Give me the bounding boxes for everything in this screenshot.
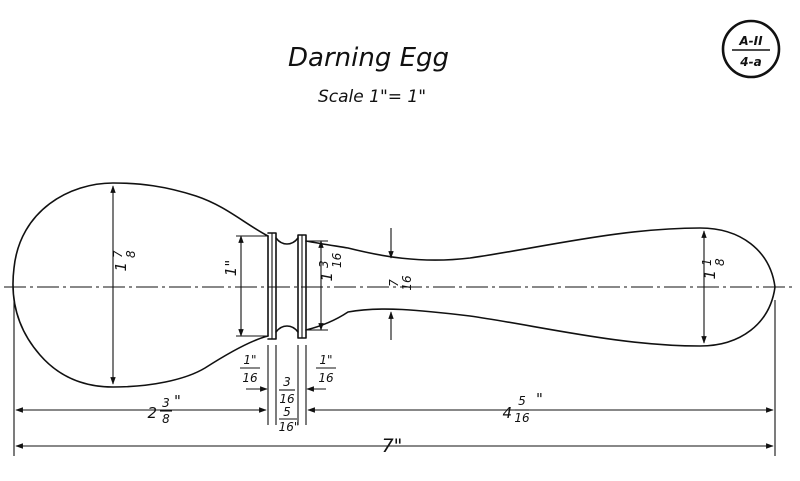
- svg-text:5: 5: [283, 405, 291, 419]
- svg-text:16: 16: [400, 275, 414, 291]
- left-gap-label: 1" 16: [240, 353, 260, 385]
- drawing-title: Darning Egg: [288, 43, 449, 73]
- handle-length-label: 4 5 16 ": [502, 390, 542, 425]
- svg-text:16: 16: [318, 371, 334, 385]
- neck-diameter-label: 7 16: [387, 275, 414, 291]
- svg-text:1: 1: [112, 262, 130, 272]
- svg-text:8: 8: [162, 412, 170, 426]
- svg-text:8: 8: [124, 250, 138, 258]
- svg-text:7: 7: [111, 250, 125, 258]
- svg-text:1": 1": [319, 353, 332, 367]
- egg-length-label: 2 3 8 ": [147, 392, 180, 426]
- svg-text:16: 16: [330, 252, 344, 268]
- svg-text:3: 3: [317, 260, 331, 268]
- svg-text:2: 2: [147, 404, 157, 422]
- sheet-badge: A-II 4-a: [721, 19, 781, 79]
- mid-gap-label: 3 16: [279, 375, 295, 406]
- handle-outline: [305, 227, 776, 347]
- svg-text:3: 3: [162, 396, 170, 410]
- collar: [267, 232, 307, 340]
- svg-text:1": 1": [243, 353, 256, 367]
- svg-text:5: 5: [518, 394, 526, 408]
- extension-lines: [13, 300, 776, 456]
- svg-text:": ": [536, 390, 543, 408]
- svg-text:8: 8: [713, 258, 727, 266]
- svg-text:1: 1: [701, 270, 719, 280]
- svg-text:16": 16": [279, 420, 300, 434]
- svg-text:4: 4: [502, 404, 512, 422]
- svg-text:1: 1: [318, 272, 336, 282]
- svg-text:7: 7: [387, 279, 401, 287]
- collar-total-label: 5 16": [279, 405, 300, 434]
- scale-note: Scale 1"= 1": [318, 87, 426, 107]
- ring-diameter-label: 1 3 16: [317, 252, 344, 281]
- handle-diameter-label: 1 1 8: [700, 258, 727, 280]
- egg-outline: [12, 182, 269, 388]
- badge-top: A-II: [738, 34, 763, 48]
- egg-diameter-label: 1 7 8: [111, 250, 138, 272]
- svg-text:16: 16: [242, 371, 258, 385]
- svg-text:3: 3: [283, 375, 291, 389]
- overall-length-label: 7": [382, 435, 403, 457]
- svg-text:16: 16: [279, 392, 295, 406]
- svg-text:16: 16: [514, 411, 530, 425]
- collar-height-label: 1": [222, 260, 240, 276]
- badge-bottom: 4-a: [739, 55, 761, 69]
- svg-text:1: 1: [700, 258, 714, 266]
- right-gap-label: 1" 16: [316, 353, 336, 385]
- svg-text:": ": [174, 392, 181, 410]
